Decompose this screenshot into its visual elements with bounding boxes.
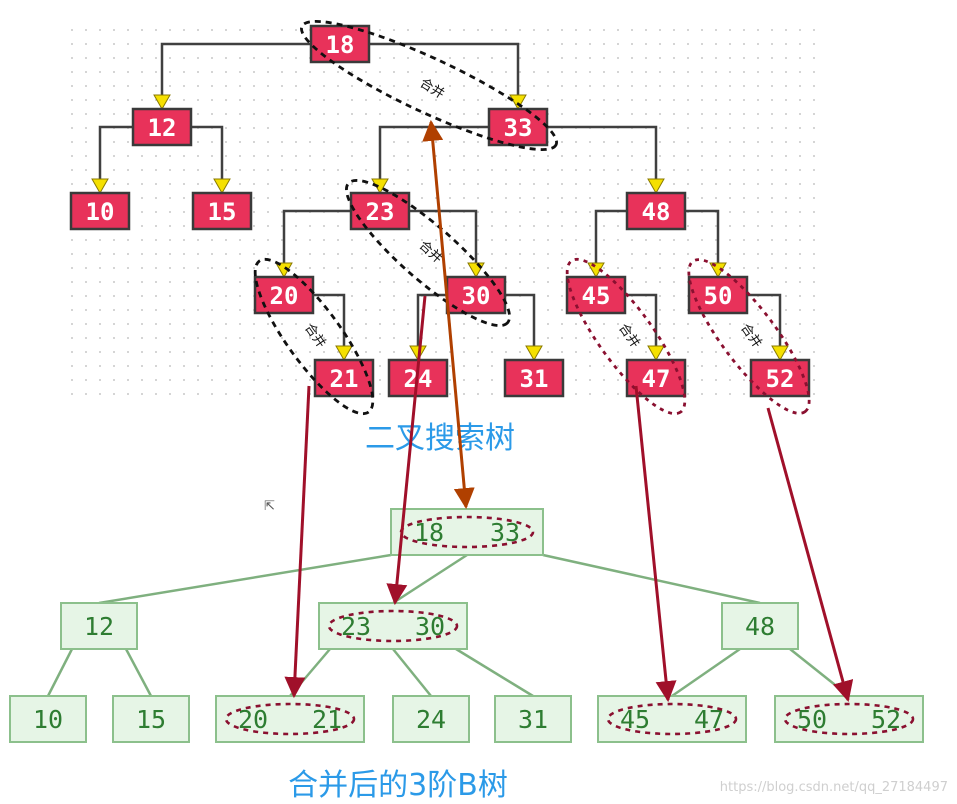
arrowhead-icon <box>771 345 789 362</box>
btree-node: 10 <box>9 695 87 743</box>
mapping-arrow <box>284 385 311 699</box>
btree-key: 45 <box>620 705 650 734</box>
btree-node: 48 <box>721 602 799 650</box>
bst-node: 12 <box>131 107 193 147</box>
btree-node: 15 <box>112 695 190 743</box>
bst-node: 18 <box>309 24 371 64</box>
merge-outline <box>687 258 811 415</box>
merge-outline <box>565 257 687 416</box>
btree-key: 10 <box>33 705 63 734</box>
arrowhead-icon <box>335 345 353 362</box>
arrowhead-icon <box>647 345 665 362</box>
bst-node: 31 <box>503 358 565 398</box>
merged-keys-outline <box>606 702 738 736</box>
arrowhead-icon <box>525 345 543 362</box>
mapping-arrow <box>766 407 854 703</box>
arrowhead-icon <box>91 178 109 195</box>
bst-node-label: 30 <box>462 282 491 310</box>
merge-outline <box>253 257 375 416</box>
bst-node-label: 45 <box>582 282 611 310</box>
mapping-arrow-root <box>422 119 475 510</box>
bst-node-label: 33 <box>504 114 533 142</box>
merged-keys-outline <box>399 515 535 549</box>
bst-caption: 二叉搜索树 <box>365 421 515 456</box>
btree-caption: 合并后的3阶B树 <box>288 768 508 803</box>
bst-node: 23 <box>349 191 411 231</box>
bst-node-label: 50 <box>704 282 733 310</box>
btree-node: 31 <box>494 695 572 743</box>
dotted-background <box>68 25 826 405</box>
btree-node: 24 <box>392 695 470 743</box>
btree-key: 24 <box>416 705 446 734</box>
mapping-arrow <box>386 295 427 606</box>
bst-node-label: 10 <box>86 198 115 226</box>
bst-arrowheads <box>91 94 789 362</box>
bst-node-label: 20 <box>270 282 299 310</box>
btree-key: 31 <box>518 705 548 734</box>
bst-node-label: 18 <box>326 31 355 59</box>
bst-node: 48 <box>625 191 687 231</box>
merged-keys-outline <box>224 702 356 736</box>
merge-outline <box>345 179 511 327</box>
mouse-cursor-icon: ⇱ <box>264 499 275 514</box>
btree-key: 23 <box>341 612 371 641</box>
arrowhead-icon <box>213 178 231 195</box>
bst-node: 33 <box>487 107 549 147</box>
arrowhead-icon <box>647 178 665 195</box>
bst-node-label: 12 <box>148 114 177 142</box>
mapping-arrow <box>634 385 677 703</box>
arrowhead-icon <box>153 94 171 111</box>
watermark: https://blog.csdn.net/qq_27184497 <box>720 780 948 795</box>
bst-node: 52 <box>749 358 811 398</box>
merged-keys-outline <box>783 702 915 736</box>
bst-node-label: 48 <box>642 198 671 226</box>
bst-node-label: 23 <box>366 198 395 226</box>
arrowhead-icon <box>509 94 527 111</box>
bst-node-label: 21 <box>330 365 359 393</box>
bst-node: 21 <box>313 358 375 398</box>
btree-key: 20 <box>238 705 268 734</box>
merged-keys-outline <box>327 609 459 643</box>
bst-node-label: 31 <box>520 365 549 393</box>
mapping-arrows <box>284 119 854 703</box>
bst-node: 15 <box>191 191 253 231</box>
btree-key: 48 <box>745 612 775 641</box>
btree-node: 12 <box>60 602 138 650</box>
btree-key: 50 <box>797 705 827 734</box>
merge-outline <box>300 19 558 152</box>
btree-key: 15 <box>136 705 166 734</box>
bst-node: 50 <box>687 275 749 315</box>
bst-node-label: 52 <box>766 365 795 393</box>
bst-node: 10 <box>69 191 131 231</box>
bst-node-label: 47 <box>642 365 671 393</box>
btree-key: 12 <box>84 612 114 641</box>
bst-node-label: 15 <box>208 198 237 226</box>
